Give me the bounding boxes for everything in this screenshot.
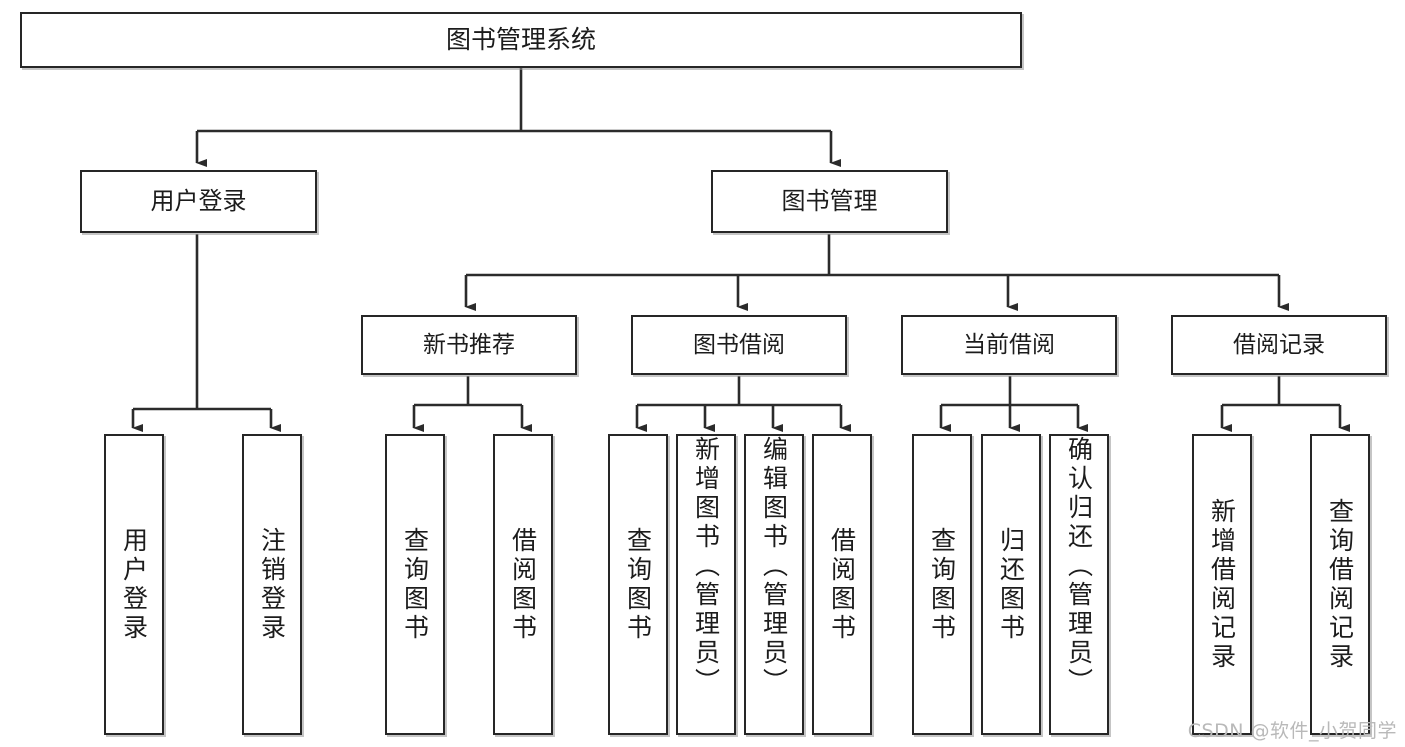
node-leaf-query-books-current[interactable]: 查询图书: [912, 434, 972, 735]
node-book-management[interactable]: 图书管理: [711, 170, 948, 233]
node-label: 确认归还（管理员）: [1064, 436, 1094, 697]
node-leaf-add-book-admin[interactable]: 新增图书（管理员）: [676, 434, 736, 735]
node-label: 借阅图书: [508, 526, 538, 643]
node-book-borrowing[interactable]: 图书借阅: [631, 315, 847, 375]
node-leaf-return-books[interactable]: 归还图书: [981, 434, 1041, 735]
node-leaf-edit-book-admin[interactable]: 编辑图书（管理员）: [744, 434, 804, 735]
csdn-watermark: CSDN @软件_小贺同学: [1187, 720, 1397, 742]
node-label: 查询图书: [623, 526, 653, 643]
node-label: 图书管理系统: [445, 24, 596, 54]
node-label: 用户登录: [150, 186, 247, 215]
node-user-login[interactable]: 用户登录: [80, 170, 317, 233]
node-label: 图书管理: [781, 186, 878, 215]
node-leaf-borrow-books[interactable]: 借阅图书: [812, 434, 872, 735]
node-new-book-recommendation[interactable]: 新书推荐: [361, 315, 577, 375]
node-label: 查询图书: [400, 526, 430, 643]
node-current-borrowing[interactable]: 当前借阅: [901, 315, 1117, 375]
node-label: 注销登录: [257, 526, 287, 643]
node-leaf-query-books-borrow[interactable]: 查询图书: [608, 434, 668, 735]
node-borrowing-records[interactable]: 借阅记录: [1171, 315, 1387, 375]
node-label: 归还图书: [996, 526, 1026, 643]
node-leaf-add-borrow-record[interactable]: 新增借阅记录: [1192, 434, 1252, 735]
node-label: 借阅记录: [1233, 331, 1325, 358]
node-label: 用户登录: [119, 526, 149, 643]
node-leaf-logout[interactable]: 注销登录: [242, 434, 302, 735]
node-label: 新增图书（管理员）: [691, 436, 721, 697]
node-label: 查询图书: [927, 526, 957, 643]
node-label: 编辑图书（管理员）: [759, 436, 789, 697]
node-leaf-borrow-books-recommend[interactable]: 借阅图书: [493, 434, 553, 735]
node-root-book-management-system[interactable]: 图书管理系统: [20, 12, 1022, 68]
node-leaf-query-books-recommend[interactable]: 查询图书: [385, 434, 445, 735]
node-label: 当前借阅: [963, 331, 1055, 358]
node-label: 借阅图书: [827, 526, 857, 643]
node-label: 查询借阅记录: [1325, 497, 1355, 672]
node-label: 新书推荐: [423, 331, 515, 358]
node-label: 图书借阅: [693, 331, 785, 358]
node-leaf-user-login[interactable]: 用户登录: [104, 434, 164, 735]
node-leaf-query-borrow-record[interactable]: 查询借阅记录: [1310, 434, 1370, 735]
node-label: 新增借阅记录: [1207, 497, 1237, 672]
node-leaf-confirm-return-admin[interactable]: 确认归还（管理员）: [1049, 434, 1109, 735]
